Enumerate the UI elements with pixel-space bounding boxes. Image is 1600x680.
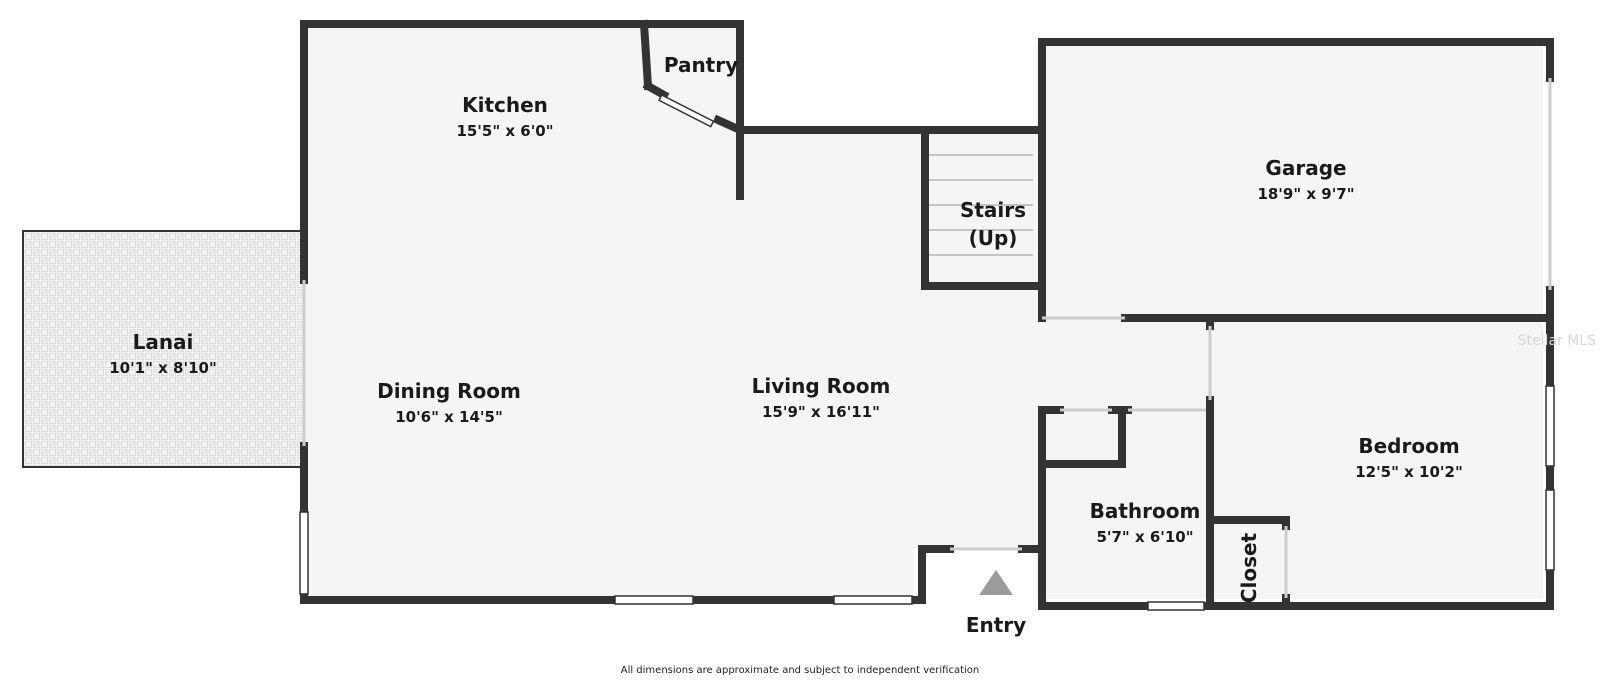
stairs-label: Stairs xyxy=(960,198,1026,222)
pantry-door xyxy=(658,93,715,128)
walls xyxy=(300,19,1554,610)
stairs-label-up: (Up) xyxy=(969,226,1018,250)
kitchen-dim: 15'5" x 6'0" xyxy=(456,122,553,140)
lanai-dim: 10'1" x 8'10" xyxy=(109,359,217,377)
living-room-dim: 15'9" x 16'11" xyxy=(762,403,880,421)
lanai-floor xyxy=(22,230,305,468)
entry-label: Entry xyxy=(966,613,1026,637)
bedroom-label: Bedroom xyxy=(1358,434,1459,458)
living-room-label: Living Room xyxy=(752,374,891,398)
window-bottom-2 xyxy=(833,595,913,605)
window-bottom-1 xyxy=(614,595,694,605)
garage-dim: 18'9" x 9'7" xyxy=(1257,185,1354,203)
dimensions-footnote: All dimensions are approximate and subje… xyxy=(621,665,980,676)
watermark: Stellar MLS xyxy=(1518,333,1596,349)
bedroom-dim: 12'5" x 10'2" xyxy=(1355,463,1463,481)
window-bedroom-1 xyxy=(1545,385,1555,467)
kitchen-label: Kitchen xyxy=(462,93,548,117)
garage-label: Garage xyxy=(1265,156,1346,180)
garage-floor xyxy=(1036,44,1543,316)
lanai-label: Lanai xyxy=(133,330,194,354)
stairs-treads xyxy=(924,154,1033,256)
entry-arrow-icon xyxy=(979,570,1013,595)
main-floor xyxy=(304,26,1543,599)
closet-label: Closet xyxy=(1237,532,1261,603)
bathroom-dim: 5'7" x 6'10" xyxy=(1096,528,1193,546)
window-bathroom xyxy=(1147,601,1205,611)
door-openings xyxy=(302,78,1552,598)
dining-room-dim: 10'6" x 14'5" xyxy=(395,408,503,426)
windows xyxy=(299,93,1555,611)
pantry-label: Pantry xyxy=(664,53,738,77)
dining-room-label: Dining Room xyxy=(377,379,521,403)
bathroom-label: Bathroom xyxy=(1090,499,1201,523)
window-left xyxy=(299,511,309,595)
floors xyxy=(22,26,1543,599)
window-bedroom-2 xyxy=(1545,489,1555,571)
